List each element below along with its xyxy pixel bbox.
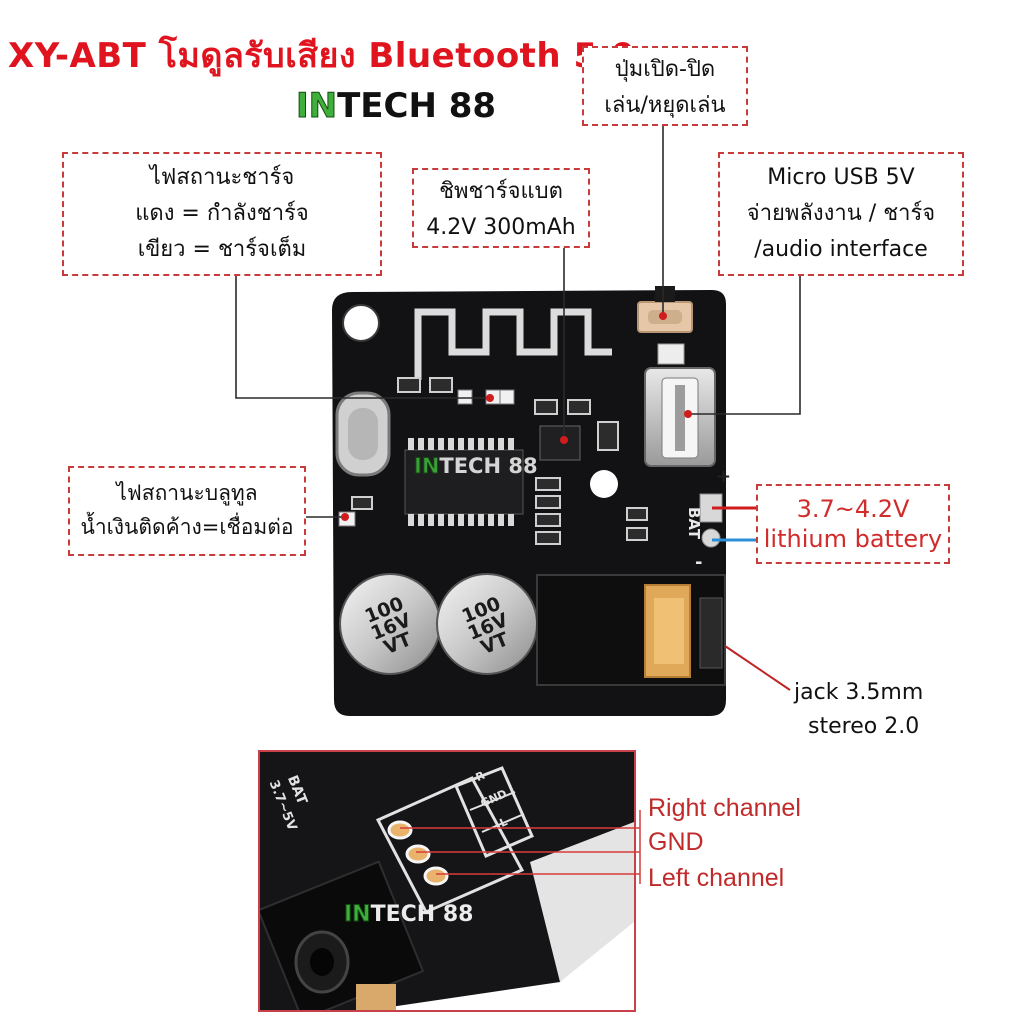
- detail-inset: BAT 3.7~5V R GND L INTECH 88: [258, 750, 636, 1012]
- board-watermark-prefix: IN: [413, 454, 440, 479]
- callout-bt-led: ไฟสถานะบลูทูล น้ำเงินติดค้าง=เชื่อมต่อ: [68, 466, 306, 556]
- callout-bt-led-line2: น้ำเงินติดค้าง=เชื่อมต่อ: [80, 515, 294, 539]
- board-watermark-suffix: TECH 88: [439, 454, 538, 478]
- callout-micro-usb: Micro USB 5V จ่ายพลังงาน / ชาร์จ /audio …: [718, 152, 964, 276]
- callout-bt-led-line1: ไฟสถานะบลูทูล: [116, 481, 258, 505]
- callout-battery-line1: 3.7~4.2V: [796, 495, 910, 523]
- page-title: XY-ABT โมดูลรับเสียง Bluetooth 5.0: [8, 36, 636, 76]
- brand-logo-prefix: IN: [295, 86, 338, 127]
- board-watermark-logo: INTECH 88: [413, 454, 538, 479]
- mounting-hole: [342, 304, 380, 342]
- label-right-channel: Right channel: [648, 794, 801, 822]
- callout-charge-led-line1: ไฟสถานะชาร์จ: [149, 165, 295, 190]
- callout-battery-line2: lithium battery: [763, 525, 943, 553]
- detail-watermark-logo: INTECH 88: [344, 902, 474, 928]
- callout-charge-chip: ชิพชาร์จแบต 4.2V 300mAh: [412, 168, 590, 248]
- silk-plus: +: [716, 466, 732, 487]
- detail-watermark-prefix: IN: [344, 902, 372, 928]
- callout-charge-led: ไฟสถานะชาร์จ แดง = กำลังชาร์จ เขียว = ชา…: [62, 152, 382, 276]
- silk-minus: -: [695, 552, 703, 573]
- callout-jack-line1: jack 3.5mm: [794, 680, 924, 705]
- callout-charge-chip-line2: 4.2V 300mAh: [426, 215, 576, 240]
- callout-micro-usb-line3: /audio interface: [754, 237, 928, 262]
- charge-chip: [539, 425, 581, 461]
- main-ic: [404, 449, 524, 515]
- callout-jack-line2: stereo 2.0: [808, 714, 920, 739]
- callout-micro-usb-line2: จ่ายพลังงาน / ชาร์จ: [746, 201, 936, 226]
- callout-charge-led-line2: แดง = กำลังชาร์จ: [135, 201, 309, 226]
- brand-logo: INTECH 88: [295, 86, 497, 127]
- callout-micro-usb-line1: Micro USB 5V: [767, 165, 915, 190]
- callout-play-button-line2: เล่น/หยุดเล่น: [604, 93, 726, 118]
- detail-inset-graphic: [260, 752, 634, 1010]
- label-gnd: GND: [648, 828, 704, 856]
- callout-charge-led-line3: เขียว = ชาร์จเต็ม: [137, 237, 307, 262]
- callout-jack: jack 3.5mm stereo 2.0: [794, 676, 923, 744]
- mounting-hole-center: [590, 470, 618, 498]
- antenna-trace: [414, 308, 612, 380]
- callout-play-button: ปุ่มเปิด-ปิด เล่น/หยุดเล่น: [582, 46, 748, 126]
- callout-charge-chip-line1: ชิพชาร์จแบต: [439, 179, 563, 204]
- charge-led-3: [499, 389, 515, 405]
- audio-jack: [536, 574, 726, 686]
- brand-logo-suffix: TECH 88: [337, 86, 497, 126]
- callout-play-button-line1: ปุ่มเปิด-ปิด: [614, 57, 716, 82]
- label-left-channel: Left channel: [648, 864, 785, 892]
- charge-led-1: [457, 389, 473, 405]
- callout-battery: 3.7~4.2V lithium battery: [756, 484, 950, 564]
- battery-pad-minus: [701, 528, 721, 548]
- detail-watermark-suffix: TECH 88: [370, 902, 474, 927]
